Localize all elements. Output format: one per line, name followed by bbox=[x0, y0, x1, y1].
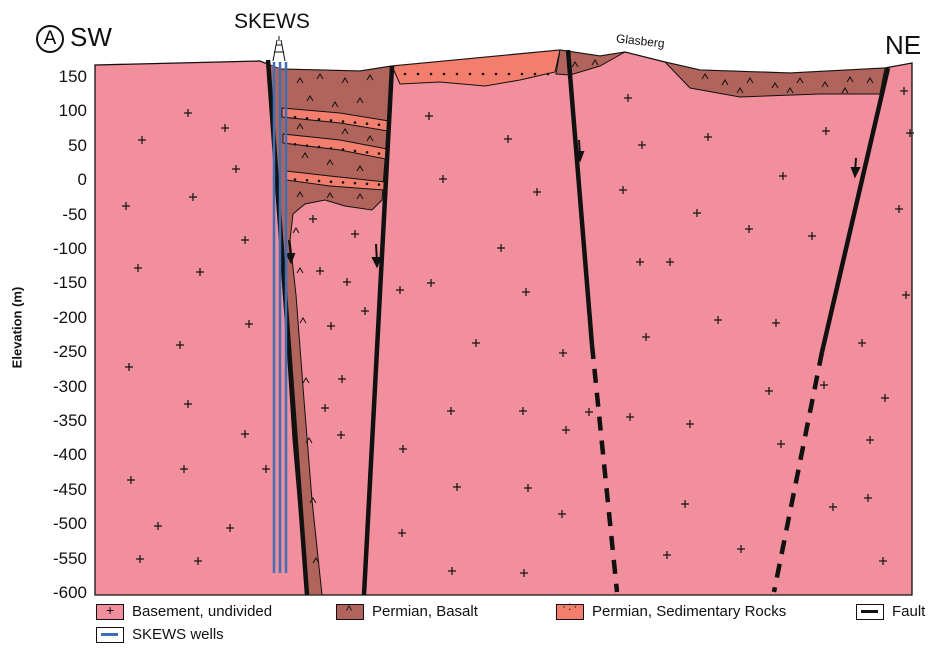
sedimentary-symbol bbox=[469, 73, 472, 76]
sedimentary-symbol bbox=[378, 183, 381, 186]
legend-sedimentary-label: Permian, Sedimentary Rocks bbox=[592, 603, 786, 620]
sedimentary-symbol bbox=[294, 143, 297, 146]
legend-wells: SKEWS wells bbox=[96, 626, 224, 643]
sedimentary-symbol bbox=[330, 180, 333, 183]
sedimentary-symbol bbox=[521, 73, 524, 76]
legend-wells-label: SKEWS wells bbox=[132, 626, 224, 643]
legend-basement: + Basement, undivided bbox=[96, 603, 272, 620]
sedimentary-symbol bbox=[508, 73, 511, 76]
fault-swatch bbox=[856, 604, 884, 620]
sedimentary-symbol bbox=[547, 73, 550, 76]
sedimentary-symbol bbox=[495, 73, 498, 76]
sedimentary-symbol bbox=[366, 122, 369, 125]
sedimentary-symbol bbox=[306, 144, 309, 147]
sedimentary-symbol bbox=[342, 148, 345, 151]
sedimentary-symbol bbox=[378, 123, 381, 126]
sedimentary-symbol bbox=[354, 182, 357, 185]
sedimentary-symbol bbox=[306, 179, 309, 182]
sedimentary-symbol bbox=[430, 73, 433, 76]
legend-fault: Fault bbox=[856, 603, 925, 620]
sedimentary-symbol bbox=[354, 150, 357, 153]
sedimentary-symbol bbox=[366, 183, 369, 186]
sedimentary-symbol bbox=[482, 73, 485, 76]
sedimentary-symbol bbox=[294, 178, 297, 181]
sedimentary-symbol bbox=[342, 181, 345, 184]
legend-basement-label: Basement, undivided bbox=[132, 603, 272, 620]
legend-fault-label: Fault bbox=[892, 603, 925, 620]
legend-basalt-label: Permian, Basalt bbox=[372, 603, 478, 620]
sedimentary-symbol bbox=[378, 152, 381, 155]
sedimentary-symbol bbox=[330, 147, 333, 150]
sedimentary-symbol bbox=[342, 120, 345, 123]
sedimentary-symbol bbox=[417, 73, 420, 76]
sedimentary-swatch: ·:· bbox=[556, 604, 584, 620]
basalt-swatch: ^ bbox=[336, 604, 364, 620]
sedimentary-symbol bbox=[534, 73, 537, 76]
sedimentary-symbol bbox=[366, 151, 369, 154]
sedimentary-symbol bbox=[306, 117, 309, 120]
basement-swatch: + bbox=[96, 604, 124, 620]
sedimentary-symbol bbox=[456, 73, 459, 76]
sedimentary-symbol bbox=[404, 73, 407, 76]
sedimentary-symbol bbox=[318, 118, 321, 121]
sedimentary-symbol bbox=[318, 180, 321, 183]
sedimentary-symbol bbox=[330, 119, 333, 122]
sedimentary-symbol bbox=[294, 116, 297, 119]
wells-swatch bbox=[96, 627, 124, 643]
sedimentary-symbol bbox=[443, 73, 446, 76]
sedimentary-symbol bbox=[318, 146, 321, 149]
sedimentary-symbol bbox=[354, 121, 357, 124]
cross-section-diagram bbox=[0, 0, 933, 600]
legend-basalt: ^ Permian, Basalt bbox=[336, 603, 478, 620]
derrick-icon bbox=[273, 36, 285, 61]
basement-unit bbox=[95, 50, 912, 595]
legend-sedimentary: ·:· Permian, Sedimentary Rocks bbox=[556, 603, 786, 620]
